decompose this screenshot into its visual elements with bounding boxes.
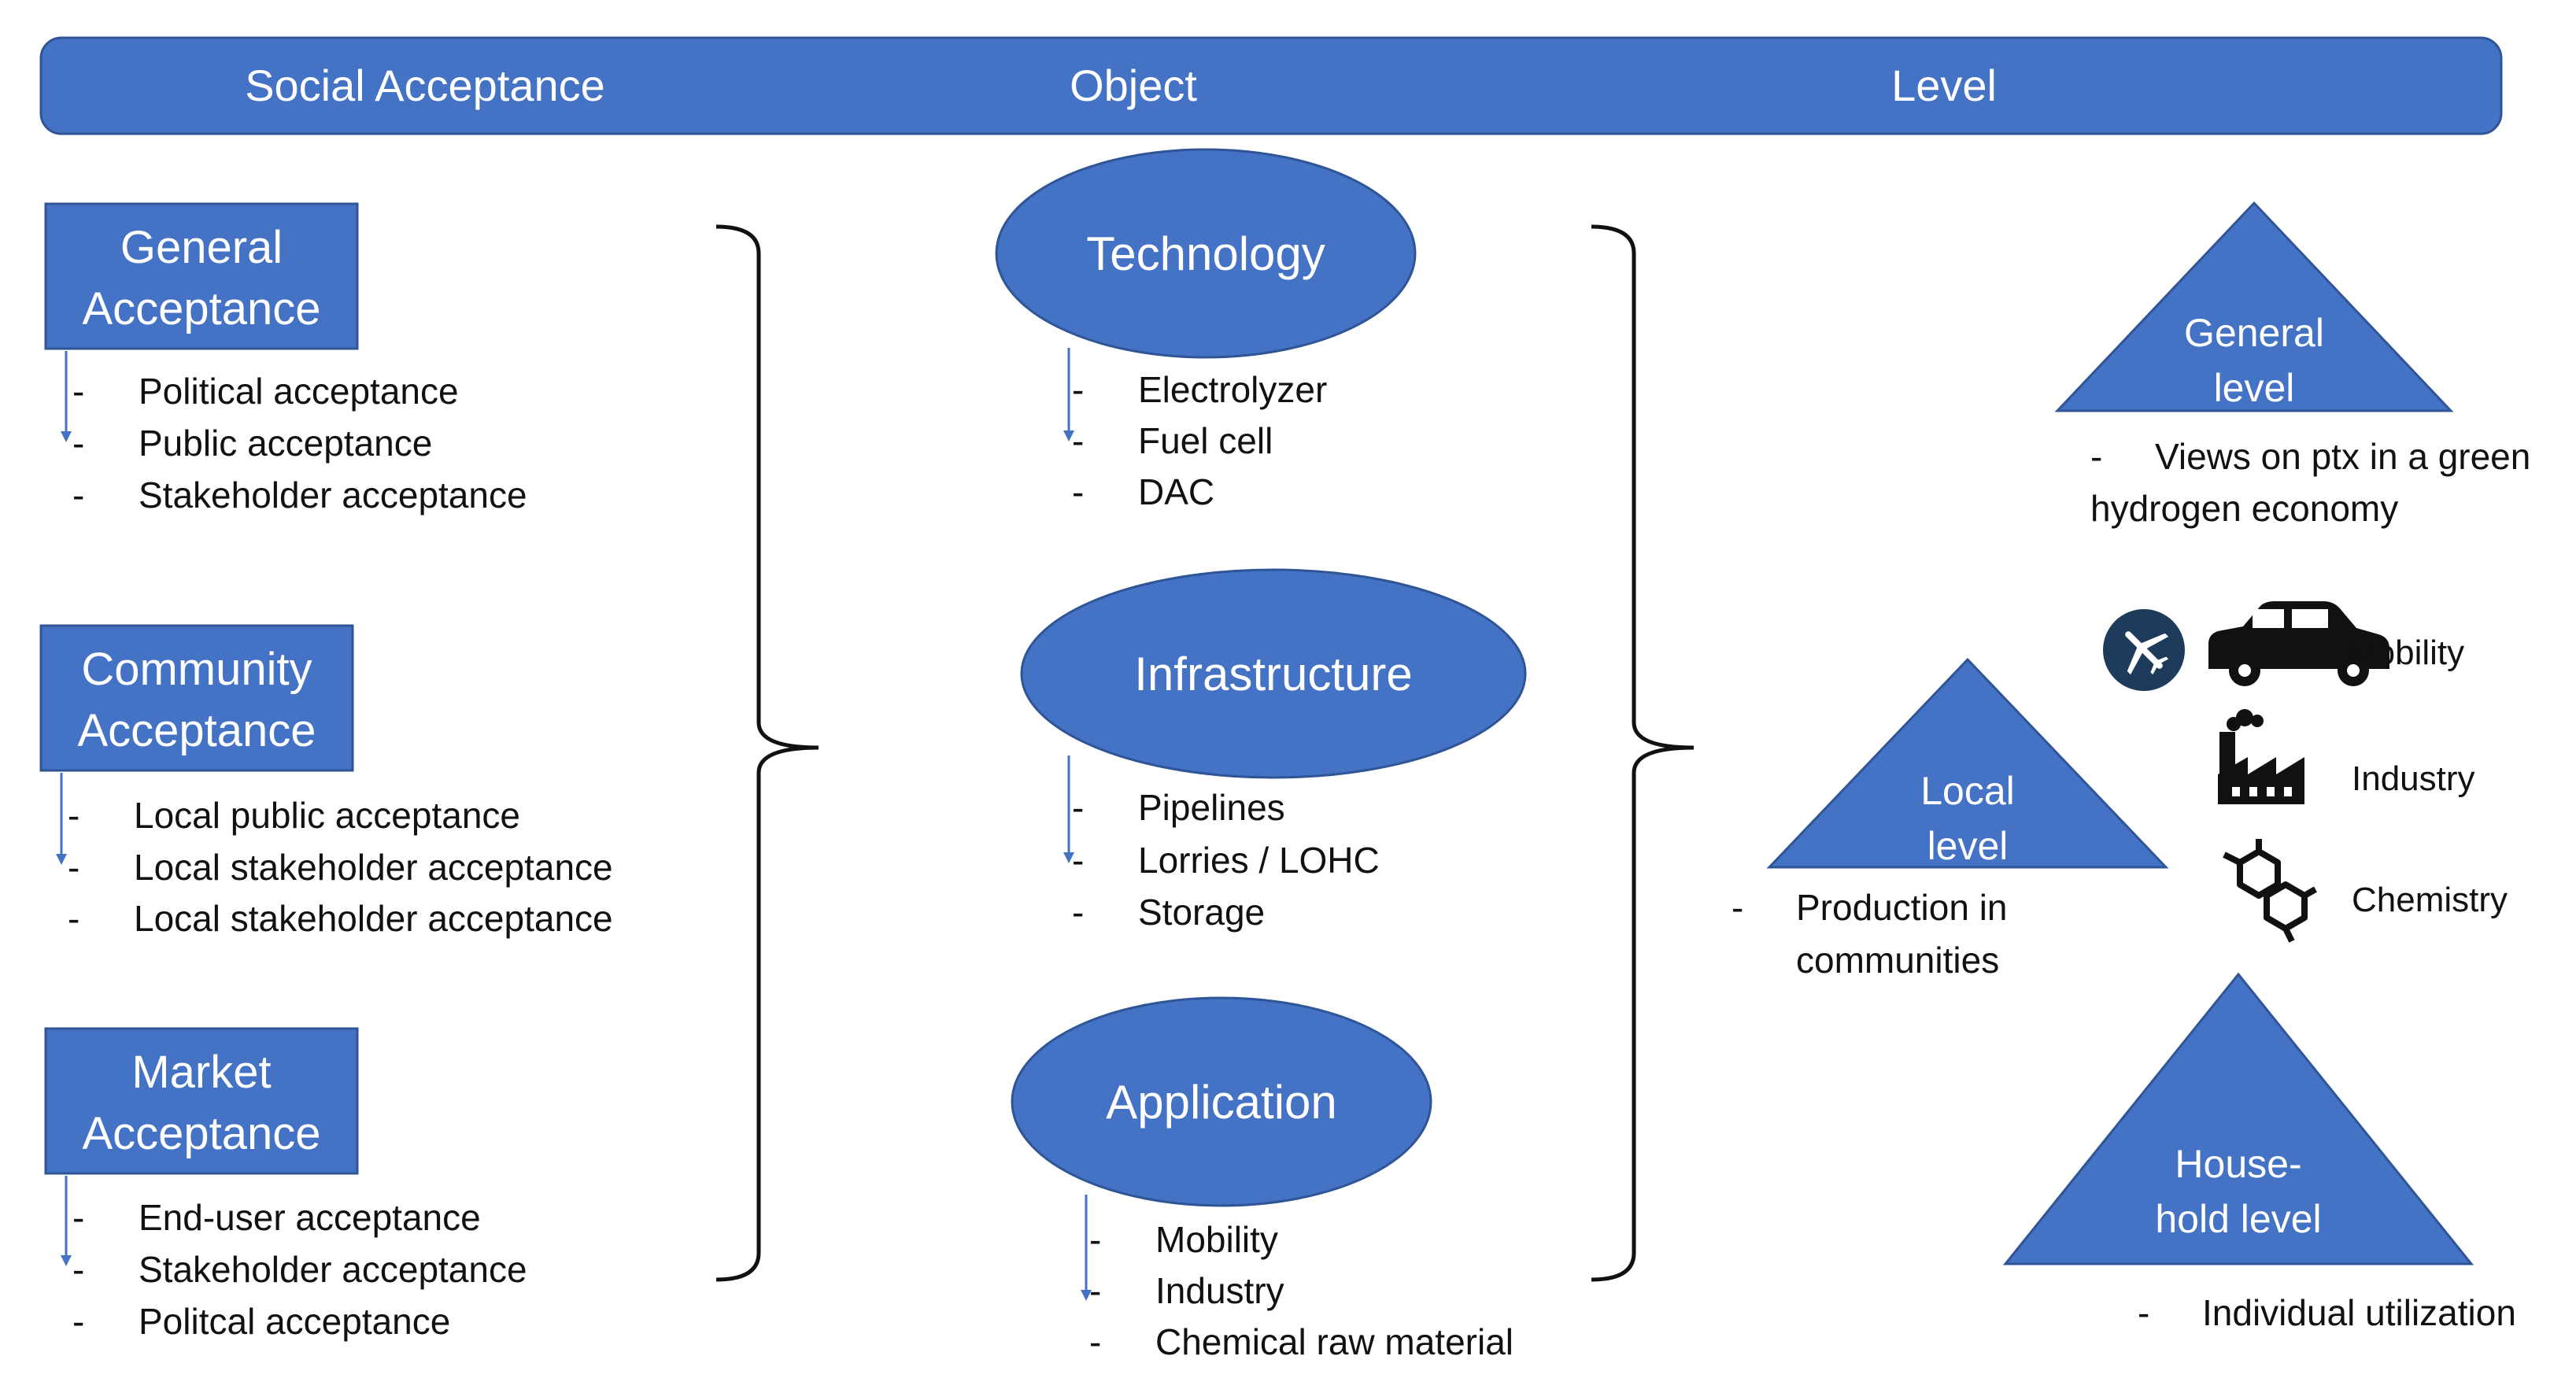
general-acceptance-group: General Acceptance - - - Political accep… (44, 202, 527, 515)
general-level-triangle (2054, 201, 2454, 412)
list-item: Local stakeholder acceptance (134, 898, 613, 939)
technology-label: Technology (1086, 227, 1325, 280)
list-dash: - (72, 1249, 84, 1290)
general-level-group: General level - Views on ptx in a green … (2054, 201, 2530, 529)
household-level-title-2: hold level (2155, 1197, 2321, 1241)
technology-group: Technology - - - Electrolyzer Fuel cell … (995, 148, 1417, 512)
list-item: Storage (1138, 892, 1265, 933)
market-acceptance-title-2: Acceptance (82, 1108, 320, 1159)
industry-sector: Industry (2218, 709, 2475, 804)
household-level-group: House- hold level - Individual utilizati… (2002, 972, 2516, 1333)
local-level-desc-2: communities (1796, 940, 1999, 981)
list-item: Local public acceptance (134, 795, 520, 836)
application-ellipse (1011, 996, 1432, 1207)
market-acceptance-title-1: Market (131, 1047, 271, 1098)
list-item: Stakeholder acceptance (139, 1249, 527, 1290)
list-dash: - (72, 423, 84, 464)
list-item: Public acceptance (139, 423, 432, 464)
local-level-title-1: Local (1920, 769, 2015, 813)
list-dash: - (2090, 436, 2102, 477)
list-item: Industry (1155, 1270, 1284, 1311)
list-item: Fuel cell (1138, 420, 1273, 461)
local-level-group: Local level - Production in communities (1732, 657, 2169, 981)
application-label: Application (1106, 1076, 1337, 1129)
header-social-acceptance: Social Acceptance (245, 61, 605, 110)
list-dash: - (1072, 892, 1084, 933)
local-level-triangle (1766, 657, 2169, 869)
market-acceptance-group: Market Acceptance - - - End-user accepta… (44, 1027, 527, 1342)
list-item: End-user acceptance (139, 1197, 481, 1238)
list-item: Political acceptance (139, 371, 459, 412)
household-level-triangle (2002, 972, 2474, 1265)
list-dash: - (1072, 787, 1084, 828)
general-level-title-1: General (2184, 311, 2324, 355)
general-level-title-2: level (2214, 366, 2295, 410)
list-dash: - (1072, 471, 1084, 512)
factory-icon (2218, 709, 2304, 804)
list-item: Mobility (1155, 1219, 1278, 1260)
list-item: Chemical raw material (1155, 1321, 1513, 1362)
list-dash: - (72, 1197, 84, 1238)
list-dash: - (1089, 1270, 1101, 1311)
general-acceptance-title-1: General (120, 222, 283, 273)
left-curly-bracket (715, 224, 819, 1282)
header-level: Level (1891, 61, 1997, 110)
community-acceptance-title-1: Community (81, 644, 312, 695)
list-dash: - (1072, 420, 1084, 461)
technology-ellipse (995, 148, 1417, 359)
list-dash: - (72, 1301, 84, 1342)
list-item: Pipelines (1138, 787, 1285, 828)
list-dash: - (1732, 887, 1743, 928)
general-acceptance-title-2: Acceptance (82, 283, 320, 334)
general-level-desc-1: Views on ptx in a green (2155, 436, 2530, 477)
mobility-label: Mobility (2347, 634, 2464, 672)
list-dash: - (1089, 1321, 1101, 1362)
local-level-title-2: level (1927, 824, 2009, 868)
list-item: Stakeholder acceptance (139, 475, 527, 515)
mobility-sector: Mobility (2103, 601, 2464, 691)
list-dash: - (72, 371, 84, 412)
list-dash: - (1089, 1219, 1101, 1260)
household-level-title-1: House- (2175, 1142, 2301, 1186)
list-dash: - (1072, 840, 1084, 881)
molecule-icon (2223, 839, 2317, 943)
list-item: Politcal acceptance (139, 1301, 450, 1342)
airplane-icon (2103, 609, 2185, 691)
application-group: Application - - - Mobility Industry Chem… (1011, 996, 1513, 1362)
chemistry-label: Chemistry (2352, 881, 2508, 919)
household-level-desc-1: Individual utilization (2202, 1292, 2516, 1333)
local-level-desc-1: Production in (1796, 887, 2008, 928)
list-item: Local stakeholder acceptance (134, 847, 613, 888)
list-dash: - (68, 898, 79, 939)
right-curly-bracket (1591, 224, 1695, 1282)
list-item: Lorries / LOHC (1138, 840, 1380, 881)
market-acceptance-box (44, 1027, 359, 1175)
community-acceptance-group: Community Acceptance - - - Local public … (39, 624, 613, 939)
header-object: Object (1070, 61, 1197, 110)
infrastructure-ellipse (1020, 568, 1527, 779)
list-dash: - (2138, 1292, 2149, 1333)
header-bar: Social Acceptance Object Level (39, 36, 2503, 135)
industry-label: Industry (2352, 759, 2475, 798)
general-level-desc-2: hydrogen economy (2090, 488, 2398, 529)
general-acceptance-box (44, 202, 359, 350)
community-acceptance-box (39, 624, 354, 772)
list-dash: - (68, 795, 79, 836)
infrastructure-group: Infrastructure - - - Pipelines Lorries /… (1020, 568, 1527, 933)
community-acceptance-title-2: Acceptance (77, 705, 316, 756)
list-item: DAC (1138, 471, 1214, 512)
list-dash: - (1072, 369, 1084, 410)
infrastructure-label: Infrastructure (1134, 648, 1412, 700)
list-item: Electrolyzer (1138, 369, 1327, 410)
car-icon (2208, 601, 2389, 686)
list-dash: - (72, 475, 84, 515)
list-dash: - (68, 847, 79, 888)
chemistry-sector: Chemistry (2223, 839, 2508, 943)
